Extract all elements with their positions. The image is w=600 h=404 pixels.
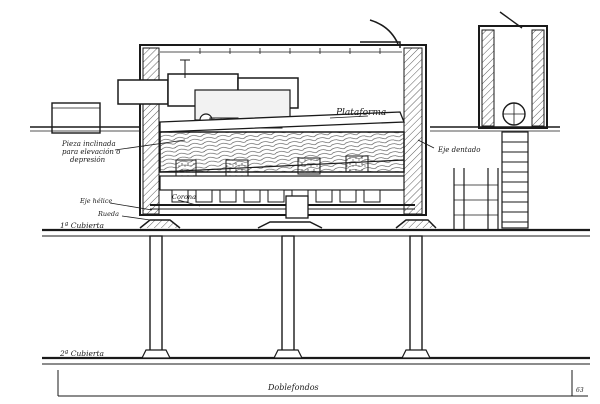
label-doble-fondo: Doblefondos xyxy=(267,383,319,392)
deck-2 xyxy=(42,356,590,365)
label-cubierta-1: 1ª Cubierta xyxy=(60,221,104,230)
label-pieza-inclinada-3: depresión xyxy=(70,156,106,164)
label-pieza-inclinada: Pieza inclinada xyxy=(61,140,116,148)
annotations: Plataforma Pieza inclinada para elevació… xyxy=(59,108,584,394)
left-tower xyxy=(30,102,140,134)
frame-lines xyxy=(57,370,588,397)
label-eje-helice: Eje hélice xyxy=(79,197,113,205)
label-corona: Corona xyxy=(172,193,196,201)
label-cubierta-2: 2ª Cubierta xyxy=(59,349,104,358)
support-pillars xyxy=(141,235,431,359)
leader-lines xyxy=(109,115,435,221)
label-rueda: Rueda xyxy=(97,210,119,218)
label-plataforma: Plataforma xyxy=(335,108,386,118)
roller-ring xyxy=(150,175,415,219)
label-eje-dentado: Eje dentado xyxy=(437,146,480,154)
page-number: 63 xyxy=(576,387,584,394)
deck-1 xyxy=(42,219,590,237)
platform xyxy=(159,111,405,177)
right-tower xyxy=(430,11,560,230)
label-pieza-inclinada-2: para elevación o xyxy=(62,148,120,156)
